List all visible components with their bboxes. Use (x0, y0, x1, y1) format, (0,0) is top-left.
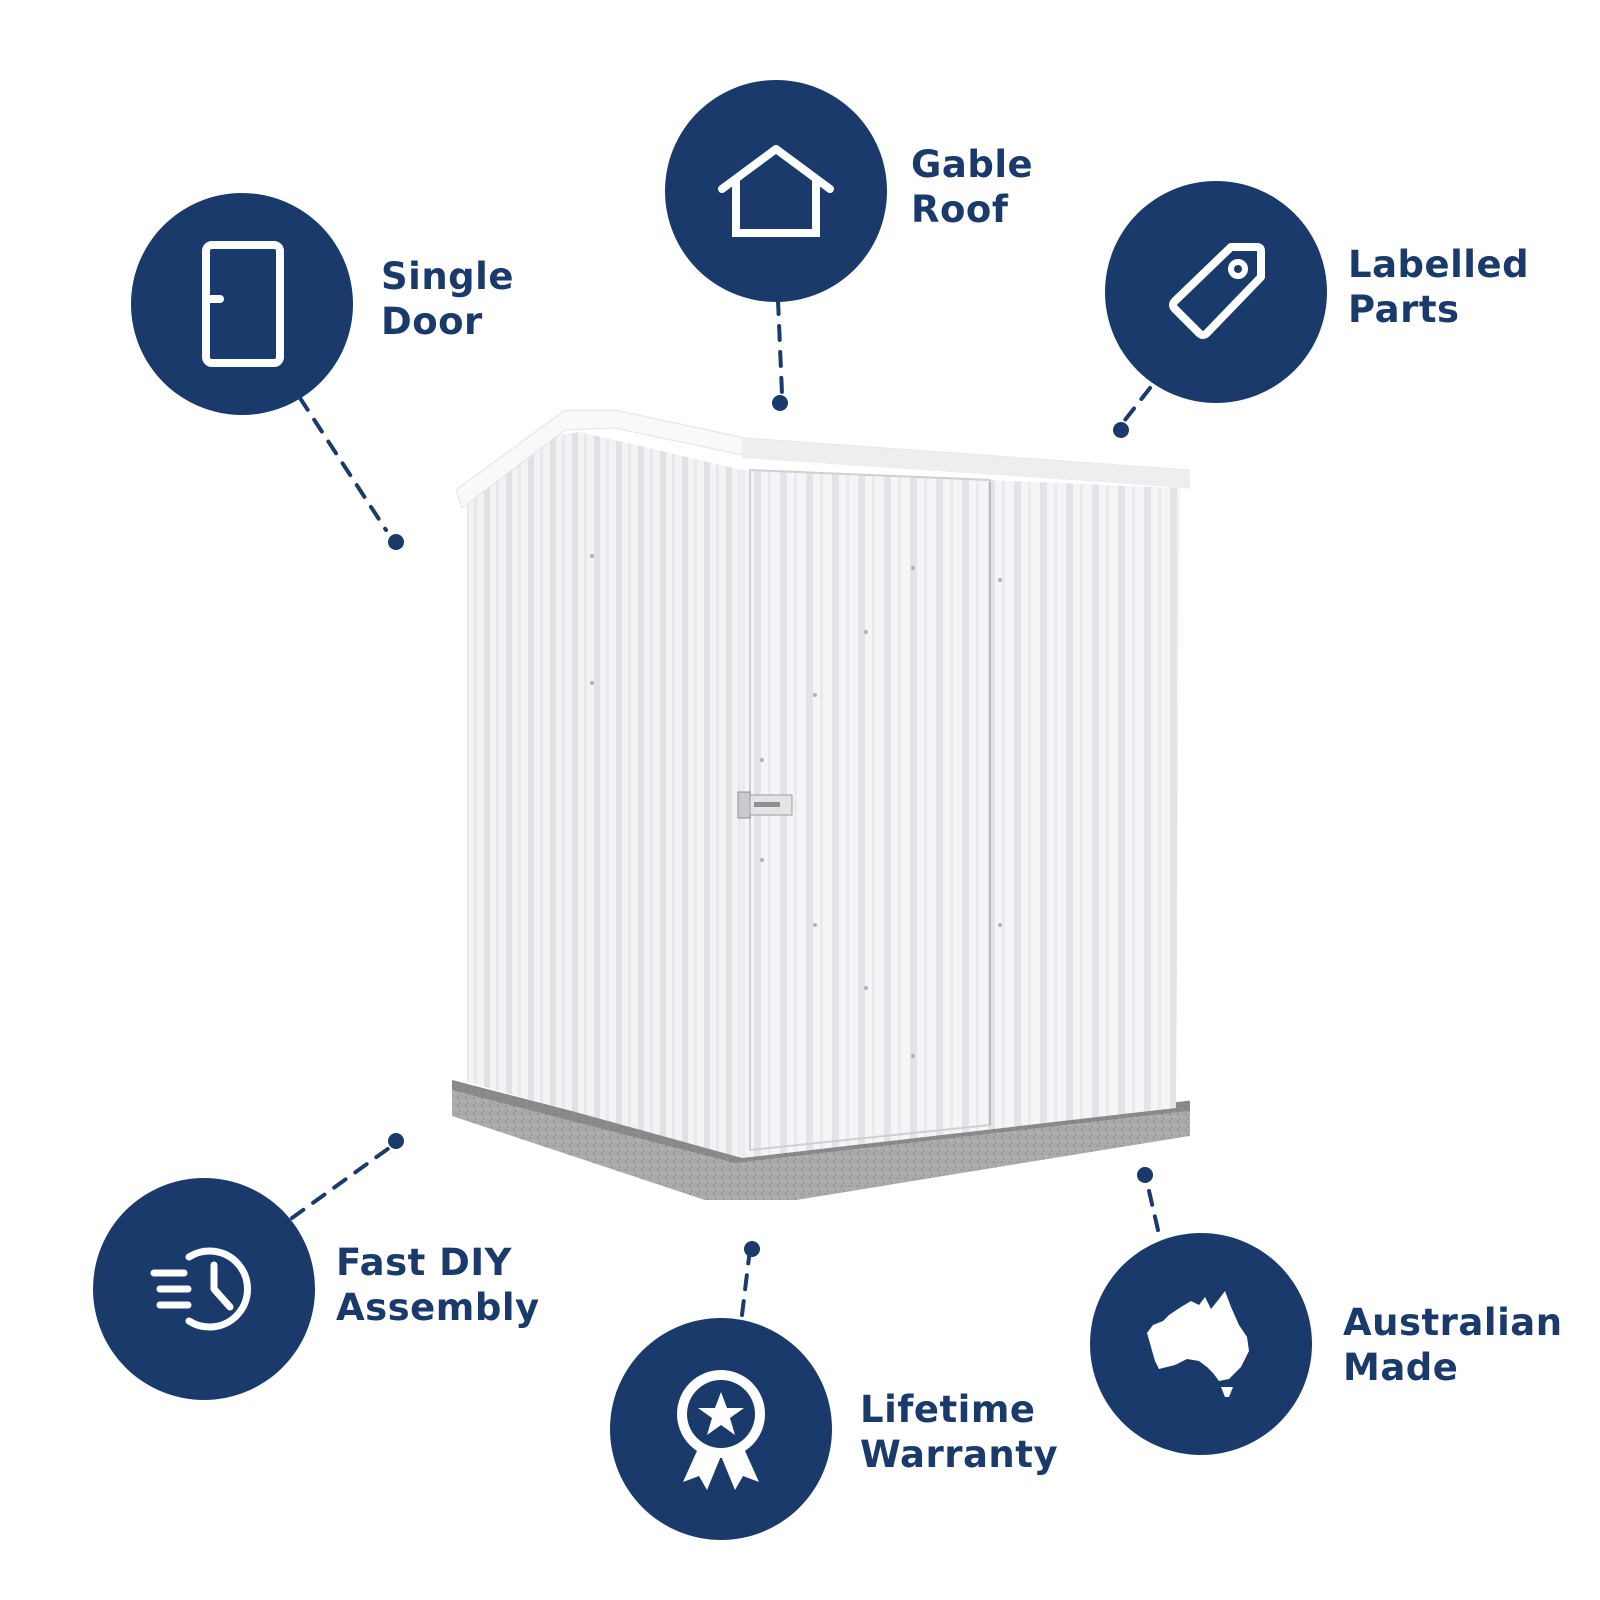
labelled-parts-label: Labelled Parts (1348, 243, 1530, 331)
australian-made-label: Australian Made (1343, 1301, 1563, 1389)
tag-icon (1169, 243, 1265, 339)
door-latch (737, 791, 793, 819)
fast-diy-assembly-badge (93, 1178, 315, 1400)
award-ribbon-icon (677, 1370, 765, 1490)
gable-roof-badge (665, 80, 887, 302)
lifetime-warranty-badge (610, 1318, 832, 1540)
house-icon (718, 145, 834, 237)
single-door-label: Single Door (381, 255, 514, 343)
fast-diy-assembly-label: Fast DIY Assembly (336, 1241, 540, 1329)
shed-product-image (452, 409, 1190, 1200)
fast-clock-icon (150, 1247, 251, 1331)
single-door-badge (131, 193, 353, 415)
australian-made-badge (1090, 1233, 1312, 1455)
door-icon (202, 241, 284, 367)
lifetime-warranty-label: Lifetime Warranty (860, 1388, 1059, 1476)
labelled-parts-badge (1105, 181, 1327, 403)
gable-roof-label: Gable Roof (911, 143, 1034, 231)
australia-map-icon (1147, 1291, 1249, 1397)
